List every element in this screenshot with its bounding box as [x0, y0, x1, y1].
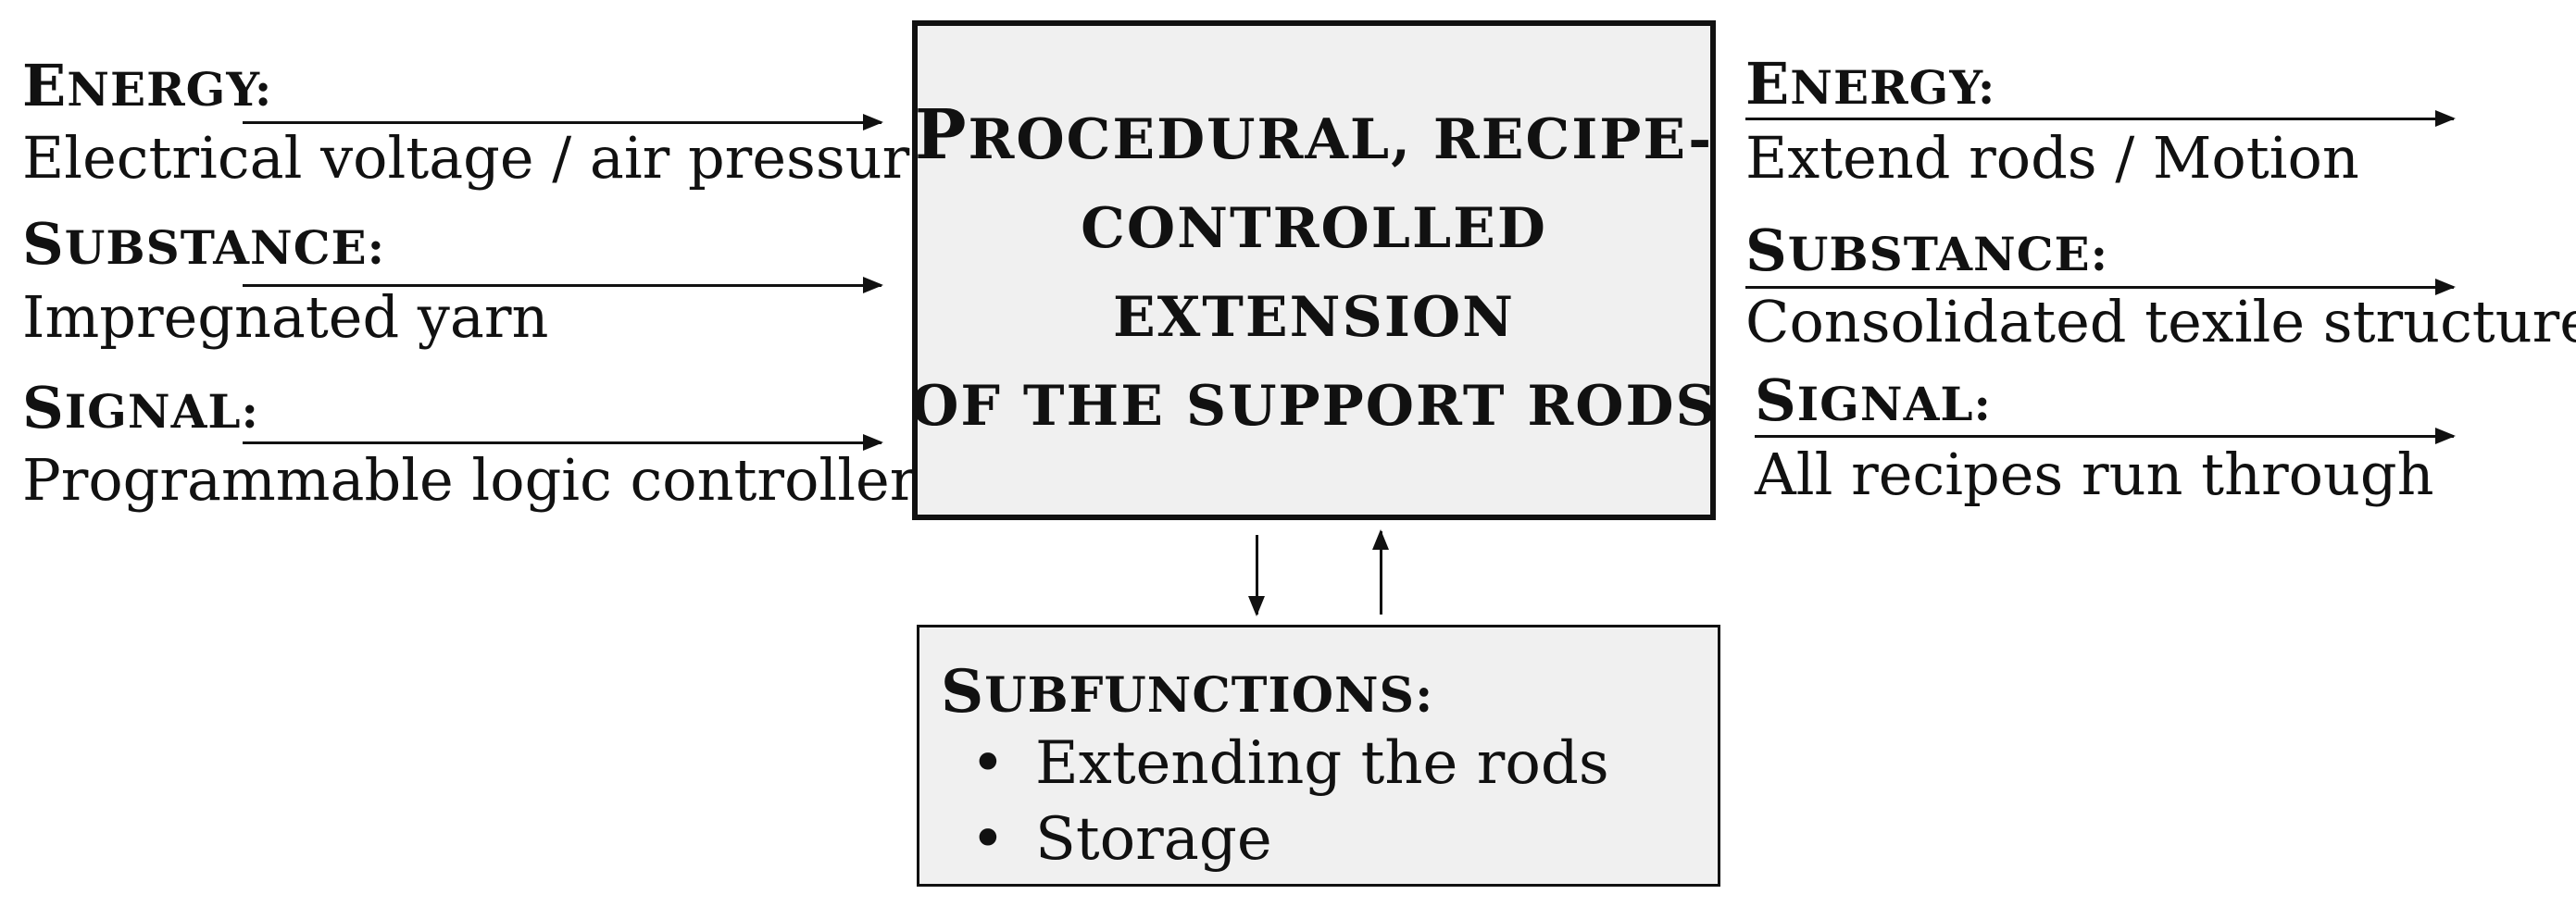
- main-function-box: PROCEDURAL, RECIPE- CONTROLLED EXTENSION…: [910, 20, 1718, 520]
- arrow-down-to-subfunctions: [1248, 535, 1265, 616]
- subfunctions-title: SUBFUNCTIONS:: [941, 657, 1434, 727]
- input-substance-heading: SUBSTANCE:: [22, 210, 386, 278]
- output-substance-arrow: [1745, 279, 2456, 295]
- subfunction-item: • Storage: [970, 805, 1272, 874]
- input-signal-heading: SIGNAL:: [22, 374, 259, 441]
- output-signal-heading: SIGNAL:: [1755, 367, 1992, 434]
- output-substance-value: Consolidated texile structure: [1745, 288, 2576, 355]
- bullet-icon: •: [970, 729, 1006, 798]
- subfunction-item-label: Storage: [1035, 805, 1272, 874]
- input-substance-value: Impregnated yarn: [22, 283, 549, 351]
- input-energy-value: Electrical voltage / air pressure: [22, 124, 944, 192]
- subfunctions-box: SUBFUNCTIONS: • Extending the rods • Sto…: [917, 625, 1720, 887]
- input-substance-arrow: [243, 277, 883, 293]
- input-energy-arrow: [243, 114, 883, 130]
- arrow-up-to-main-function: [1372, 529, 1389, 615]
- output-substance-heading: SUBSTANCE:: [1745, 217, 2109, 284]
- bullet-icon: •: [970, 805, 1006, 874]
- output-energy-heading: ENERGY:: [1745, 50, 1996, 118]
- input-signal-arrow: [243, 434, 883, 451]
- main-function-line-2: CONTROLLED: [1081, 195, 1547, 261]
- input-energy-heading: ENERGY:: [22, 52, 273, 119]
- subfunction-item: • Extending the rods: [970, 729, 1609, 798]
- subfunction-item-label: Extending the rods: [1035, 729, 1609, 798]
- main-function-line-1: PROCEDURAL, RECIPE-: [914, 94, 1714, 175]
- output-energy-value: Extend rods / Motion: [1745, 124, 2359, 192]
- main-function-line-3: EXTENSION: [1112, 284, 1515, 350]
- output-energy-arrow: [1745, 110, 2456, 127]
- input-signal-value: Programmable logic controller: [22, 446, 918, 514]
- output-signal-value: All recipes run through: [1755, 441, 2434, 508]
- main-function-line-4: OF THE SUPPORT RODS: [910, 373, 1718, 439]
- output-signal-arrow: [1755, 428, 2456, 444]
